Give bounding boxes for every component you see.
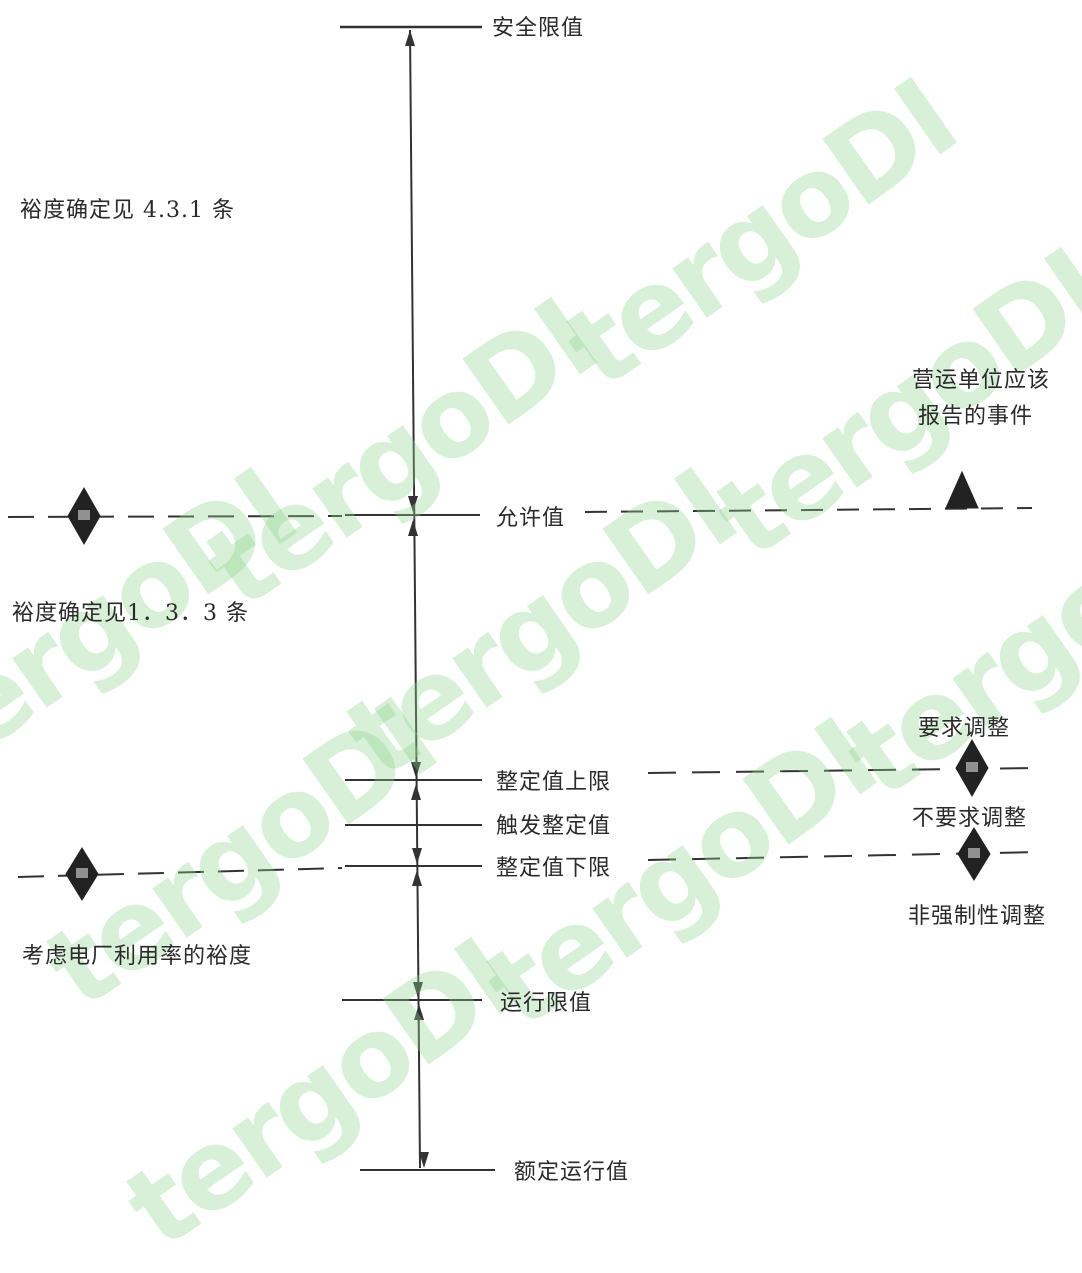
arrow-head [411,784,421,800]
allowed-left-dashed [7,515,343,518]
arrow-head [408,520,418,536]
setpoint-lower-label: 整定值下限 [496,856,612,881]
margin-label-3: 考虑电厂利用率的裕度 [22,944,253,969]
rated-operating-label: 额定运行值 [514,1160,630,1185]
safety-limit-label: 安全限值 [492,16,585,41]
adjust-not-required-label: 不要求调整 [912,806,1028,831]
report-note-line2: 报告的事件 [918,404,1034,429]
diagram-canvas [7,25,1041,1171]
trigger-setpoint-label: 触发整定值 [496,814,612,839]
margin-label-1: 裕度确定见 4.3.1 条 [20,198,235,223]
arrow-head [413,982,423,998]
arrow-head [419,1152,429,1168]
arrow-head [414,1004,424,1020]
arrow-head [412,848,422,864]
setpoint-upper-label: 整定值上限 [496,770,612,795]
allowed-right-dashed [584,507,1033,513]
arrow-head [412,870,422,886]
main-vertical-axis [409,29,421,1169]
margin-label-2: 裕度确定见1．3．3 条 [12,601,249,626]
adjust-required-label: 要求调整 [918,716,1011,741]
arrow-head [411,762,421,778]
allowed-value-label: 允许值 [496,506,566,531]
arrow-head [405,30,415,46]
adjust-optional-label: 非强制性调整 [908,904,1047,929]
triangle-icon [945,470,979,509]
operating-limit-label: 运行限值 [500,991,593,1016]
report-note-line1: 营运单位应该 [912,368,1051,393]
arrow-head [408,496,418,512]
